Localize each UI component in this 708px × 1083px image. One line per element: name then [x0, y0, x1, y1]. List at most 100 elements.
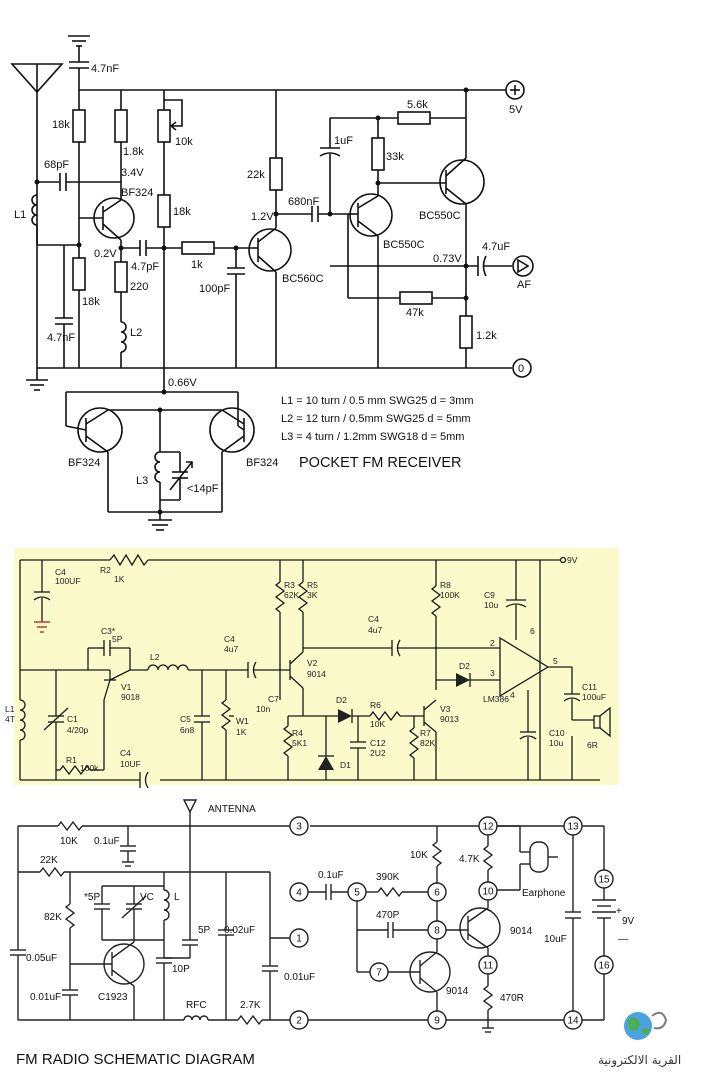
mid-w1-value: 1K: [236, 727, 247, 737]
bot-r10k-label: 10K: [60, 836, 78, 847]
mid-c4d-label: C4: [120, 748, 131, 758]
bot-vc-label: VC: [140, 892, 154, 903]
mid-ic-label: LM386: [483, 694, 509, 704]
l1-label: L1: [14, 209, 26, 221]
node-4-label: 4: [296, 888, 302, 899]
node-8-label: 8: [434, 926, 440, 937]
af-output-label: AF: [517, 279, 531, 291]
mid-c5-value: 6n8: [180, 725, 194, 735]
mid-r2-label: R2: [100, 565, 111, 575]
mid-r8-label: R8: [440, 580, 451, 590]
mid-c10-value: 10u: [549, 738, 563, 748]
globe-logo-icon: [624, 1011, 668, 1040]
pocket-fm-title: POCKET FM RECEIVER: [299, 455, 461, 471]
mid-c4b-value: 4u7: [224, 644, 238, 654]
lm386-receiver: 9V R2 1K C4 100UF R3 62K R5 3K R8 100K C…: [5, 548, 619, 789]
mid-l2-label: L2: [150, 652, 160, 662]
mid-d1-label: D1: [340, 760, 351, 770]
mid-r5-label: R5: [307, 580, 318, 590]
bot-r390-label: 390K: [376, 872, 400, 883]
bot-c01c-label: 0.1uF: [318, 870, 344, 881]
l3-label: L3: [136, 475, 148, 487]
c14-label: <14pF: [187, 483, 219, 495]
watermark-text: القرية الالكترونية: [598, 1053, 681, 1068]
c47p-label: 4.7pF: [131, 261, 159, 273]
node-16-label: 16: [598, 961, 610, 972]
node-3-marker: [289, 816, 309, 836]
c1u-label: 1uF: [334, 135, 353, 147]
mid-l1-label: L1: [5, 704, 15, 714]
bot-battery-minus: —: [618, 934, 628, 945]
node-1-label: 1: [296, 934, 302, 945]
bot-battery-label: 9V: [622, 916, 635, 927]
c68-label: 68pF: [44, 159, 69, 171]
node-6-label: 6: [434, 888, 440, 899]
node-13-marker: [563, 816, 583, 836]
bot-r470-label: 470R: [500, 993, 524, 1004]
mid-v3-value: 9013: [440, 714, 459, 724]
node-7-marker: [369, 962, 389, 982]
node-2-label: 2: [296, 1016, 302, 1027]
v066-label: 0.66V: [168, 377, 197, 389]
mid-c12-value: 2U2: [370, 748, 386, 758]
r12-label: 1.2k: [476, 330, 497, 342]
node-9-label: 9: [434, 1016, 440, 1027]
v34-label: 3.4V: [121, 167, 144, 179]
bot-c002-label: 0.02uF: [224, 925, 255, 936]
mid-r6-value: 10K: [370, 719, 385, 729]
r18c-label: 18k: [173, 206, 191, 218]
mid-pin6: 6: [530, 626, 535, 636]
node-5-marker: [347, 882, 367, 902]
node-13-label: 13: [567, 822, 579, 833]
node-1-marker: [289, 928, 309, 948]
v02-label: 0.2V: [94, 248, 117, 260]
node-2-marker: [289, 1010, 309, 1030]
bot-r10kb-label: 10K: [410, 850, 428, 861]
node-9-marker: [427, 1010, 447, 1030]
bot-q9014a-label: 9014: [510, 926, 533, 937]
bot-r82-label: 82K: [44, 912, 62, 923]
bot-earphone-label: Earphone: [522, 888, 566, 899]
node-11-label: 11: [483, 961, 494, 972]
fm-radio-title: FM RADIO SCHEMATIC DIAGRAM: [16, 1051, 255, 1068]
bot-c5pb-label: 5P: [198, 925, 211, 936]
v073-label: 0.73V: [433, 253, 462, 265]
mid-r4-value: 5K1: [292, 738, 307, 748]
node-15-label: 15: [598, 875, 610, 886]
r220-label: 220: [130, 281, 148, 293]
mid-c10-label: C10: [549, 728, 565, 738]
pot-label: 10k: [175, 136, 193, 148]
bot-r27-label: 2.7K: [240, 1000, 261, 1011]
bot-c05-label: 0.05uF: [26, 953, 57, 964]
q1-label: BF324: [121, 187, 153, 199]
mid-w1-label: W1: [236, 716, 249, 726]
mid-c5-label: C5: [180, 714, 191, 724]
r18b-label: 18k: [82, 296, 100, 308]
node-10-marker: [478, 881, 498, 901]
bot-c01-label: 0.1uF: [94, 836, 120, 847]
mid-9v-label: 9V: [567, 555, 578, 565]
mid-c7-label: C7: [268, 694, 279, 704]
mid-c9-value: 10u: [484, 600, 498, 610]
node-14-label: 14: [567, 1016, 579, 1027]
mid-c4d-value: 10UF: [120, 759, 141, 769]
note-l2: L2 = 12 turn / 0.5mm SWG25 d = 5mm: [281, 413, 471, 425]
mid-l1-value: 4T: [5, 714, 15, 724]
pocket-fm-receiver: 4.7nF 5V 18k 1.8k 10k 18k 68pF 3.4V BF32…: [10, 35, 534, 531]
l2-label: L2: [130, 327, 142, 339]
mid-d2a-label: D2: [336, 695, 347, 705]
mid-r1-label: R1: [66, 755, 77, 765]
node-14-marker: [563, 1010, 583, 1030]
bot-c10u-label: 10uF: [544, 934, 567, 945]
r22k-label: 22k: [247, 169, 265, 181]
mid-r3-value: 62K: [284, 590, 299, 600]
mid-speaker-label: 6R: [587, 740, 598, 750]
bot-l-label: L: [174, 892, 180, 903]
mid-c4a-value: 100UF: [55, 576, 81, 586]
bot-battery-plus: +: [616, 906, 622, 917]
q2-label: BC560C: [282, 273, 324, 285]
mid-c4a-label: C4: [55, 567, 66, 577]
mid-pin3: 3: [490, 668, 495, 678]
r33-label: 33k: [386, 151, 404, 163]
node-12-label: 12: [482, 822, 494, 833]
